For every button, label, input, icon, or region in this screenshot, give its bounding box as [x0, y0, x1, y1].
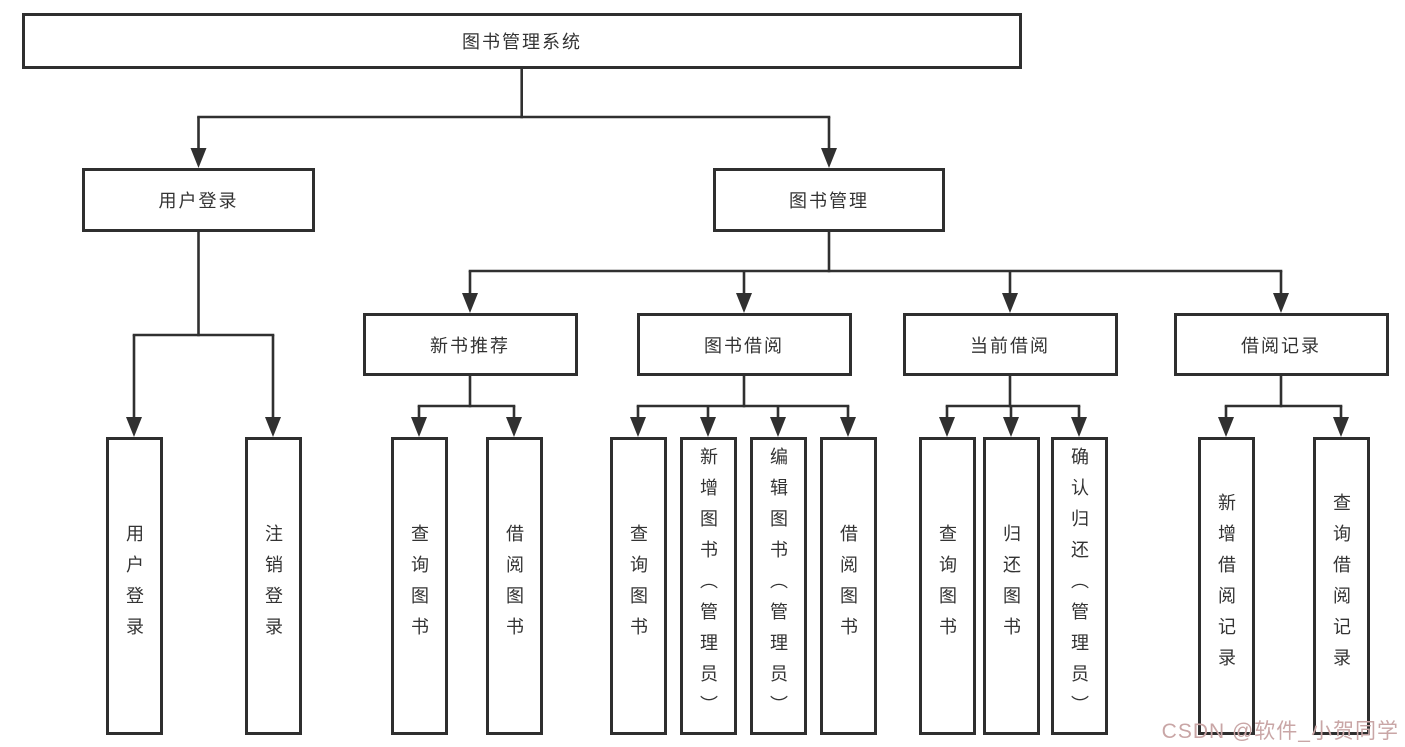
- node-label: 图书管理: [789, 191, 869, 211]
- leaf-query-borrow-record: 查询借阅记录: [1312, 437, 1370, 735]
- node-label: 用户登录: [158, 191, 239, 211]
- node-borrowing-records: 借阅记录: [1173, 313, 1389, 376]
- leaf-borrow-book: 借阅图书: [819, 437, 877, 735]
- leaf-label: 归还图书: [1001, 524, 1021, 648]
- leaf-confirm-return-admin: 确认归还（管理员）: [1050, 437, 1108, 735]
- node-new-book-recommend: 新书推荐: [362, 313, 578, 376]
- leaf-query-books: 查询图书: [609, 437, 667, 735]
- leaf-label: 编辑图书（管理员）: [768, 446, 788, 726]
- leaf-edit-book-admin: 编辑图书（管理员）: [749, 437, 807, 735]
- leaf-label: 注销登录: [263, 524, 283, 648]
- leaf-label: 确认归还（管理员）: [1069, 446, 1089, 726]
- leaf-label: 查询图书: [628, 524, 648, 648]
- leaf-label: 查询图书: [409, 524, 429, 648]
- leaf-user-login: 用户登录: [105, 437, 163, 735]
- leaf-label: 查询借阅记录: [1331, 493, 1351, 679]
- csdn-watermark: CSDN @软件_小贺同学: [1161, 720, 1399, 743]
- leaf-add-book-admin: 新增图书（管理员）: [679, 437, 737, 735]
- node-book-borrowing: 图书借阅: [636, 313, 852, 376]
- node-label: 借阅记录: [1241, 335, 1321, 356]
- leaf-query-books-recommend: 查询图书: [390, 437, 448, 735]
- node-book-management: 图书管理: [713, 168, 945, 232]
- leaf-borrow-books-recommend: 借阅图书: [485, 437, 543, 735]
- leaf-label: 借阅图书: [838, 524, 858, 648]
- leaf-label: 新增图书（管理员）: [698, 446, 718, 726]
- node-label: 当前借阅: [970, 335, 1050, 356]
- node-current-borrowing: 当前借阅: [902, 313, 1118, 376]
- arrowhead-icons: [126, 148, 1349, 437]
- leaf-label: 借阅图书: [504, 524, 524, 648]
- node-label: 图书借阅: [704, 335, 784, 356]
- leaf-return-book: 归还图书: [982, 437, 1040, 735]
- node-label: 新书推荐: [430, 335, 510, 356]
- node-user-login: 用户登录: [82, 168, 315, 232]
- leaf-label: 查询图书: [937, 524, 957, 648]
- leaf-label: 新增借阅记录: [1216, 493, 1236, 679]
- leaf-label: 用户登录: [124, 524, 144, 648]
- node-label: 图书管理系统: [462, 32, 582, 52]
- leaf-logout: 注销登录: [244, 437, 302, 735]
- leaf-add-borrow-record: 新增借阅记录: [1197, 437, 1255, 735]
- leaf-query-books-current: 查询图书: [918, 437, 976, 735]
- node-root-system: 图书管理系统: [22, 13, 1022, 69]
